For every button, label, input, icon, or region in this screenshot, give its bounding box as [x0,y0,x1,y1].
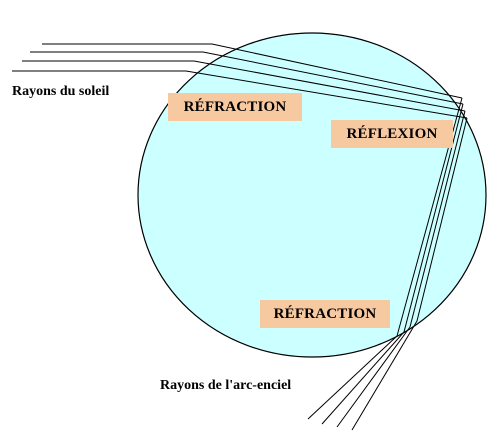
refracted-ray-1 [211,43,463,99]
rainbow-ray-1 [307,335,398,420]
refracted-ray-3 [193,60,466,112]
rainbow-ray-4 [351,320,418,431]
incoming-sun-rays [12,43,212,72]
rainbow-ray-2 [321,331,405,425]
rainbow-ray-3 [336,326,411,428]
reflected-ray-4 [416,117,468,322]
reflected-ray-2 [403,103,464,333]
rainbow-rays [307,320,418,431]
reflected-ray-3 [409,110,466,328]
refracted-ray-4 [185,70,468,119]
refracted-rays [185,43,468,119]
sun-rays-caption: Rayons du soleil [12,84,110,99]
rainbow-rays-caption: Rayons de l'arc-enciel [160,378,292,393]
refraction-label-bottom: RÉFRACTION [260,300,390,328]
refraction-label-top: RÉFRACTION [168,93,302,121]
reflexion-label: RÉFLEXION [331,120,453,148]
refracted-ray-2 [202,51,464,105]
